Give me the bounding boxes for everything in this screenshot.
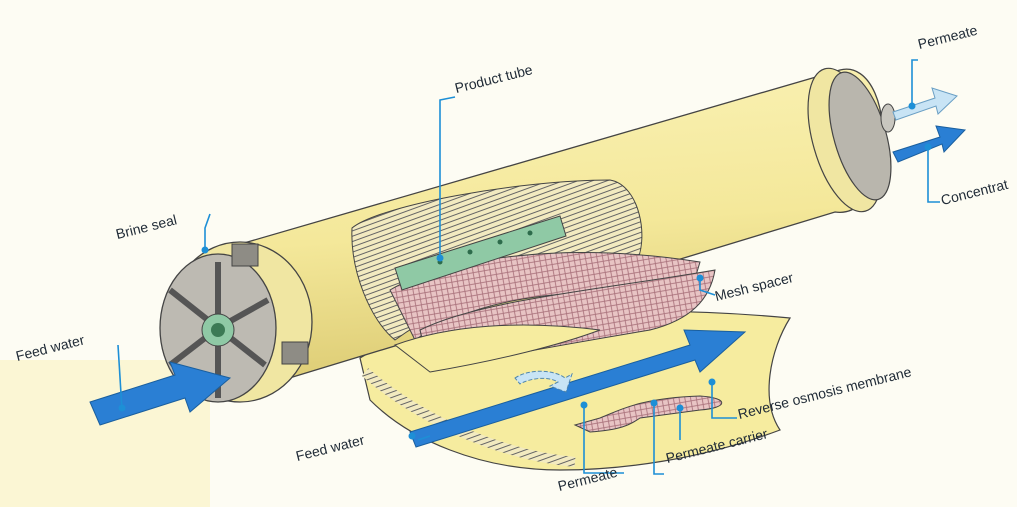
membrane-leaf [393, 324, 601, 373]
right-product-nozzle [880, 103, 896, 133]
brine-seal [231, 243, 259, 267]
leader-lines [117, 59, 940, 475]
product-tube [394, 215, 567, 291]
permeate-carrier-patch [573, 395, 723, 433]
feed-water-arrow-bottom [409, 329, 747, 448]
permeate-flow-arrow [514, 370, 573, 393]
leader-dots [118, 102, 932, 440]
permeate-arrow-top [892, 87, 958, 121]
